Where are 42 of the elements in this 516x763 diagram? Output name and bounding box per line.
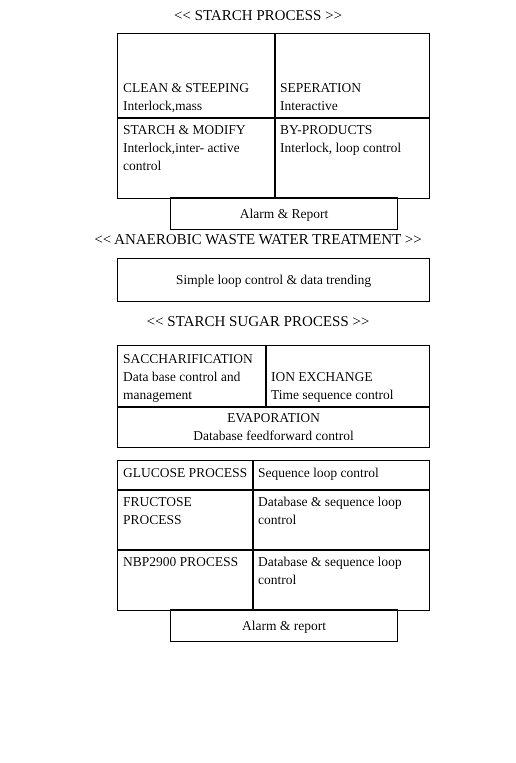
process-box xyxy=(117,33,276,119)
process-box xyxy=(117,345,267,408)
box-text: NBP2900 PROCESS xyxy=(123,553,240,571)
box-text: Interlock,inter- active control xyxy=(123,139,241,175)
box-text: Database & sequence loop control xyxy=(258,493,403,529)
process-box xyxy=(117,549,254,611)
box-text: Database & sequence loop control xyxy=(258,553,403,589)
section-heading: << STARCH SUGAR PROCESS >> xyxy=(146,314,370,331)
process-box xyxy=(252,549,430,611)
process-box xyxy=(274,33,430,119)
box-text: Data base control and management xyxy=(123,368,242,404)
process-box xyxy=(117,460,254,491)
box-heading: SEPERATION xyxy=(280,79,362,97)
process-box xyxy=(117,489,254,551)
box-text: Alarm & report xyxy=(242,616,326,634)
box-text: Alarm & Report xyxy=(240,204,328,222)
box-heading: EVAPORATION xyxy=(227,409,320,427)
box-text: Interlock, loop control xyxy=(280,139,402,157)
box-text: FRUCTOSE PROCESS xyxy=(123,493,193,529)
box-heading: SACCHARIFICATION xyxy=(123,350,254,368)
process-box xyxy=(274,117,430,199)
section-heading: << STARCH PROCESS >> xyxy=(174,8,342,25)
box-text: Interlock,mass xyxy=(123,97,204,115)
box-text: Database feedforward control xyxy=(193,427,354,445)
section-heading: << ANAEROBIC WASTE WATER TREATMENT >> xyxy=(94,232,422,249)
process-box xyxy=(117,117,276,199)
process-box xyxy=(252,460,430,491)
box-heading: BY-PRODUCTS xyxy=(280,121,374,139)
box-heading: STARCH & MODIFY xyxy=(123,121,247,139)
box-text: Sequence loop control xyxy=(258,464,380,482)
process-box xyxy=(252,489,430,551)
process-box xyxy=(117,406,430,448)
box-text: Simple loop control & data trending xyxy=(176,271,372,289)
box-heading: ION EXCHANGE xyxy=(271,368,374,386)
box-text: GLUCOSE PROCESS xyxy=(123,464,248,482)
process-box xyxy=(265,345,430,408)
process-box xyxy=(117,258,430,302)
box-text: Interactive xyxy=(280,97,339,115)
process-box xyxy=(170,609,398,642)
box-text: Time sequence control xyxy=(271,386,394,404)
process-box xyxy=(170,197,398,230)
box-heading: CLEAN & STEEPING xyxy=(123,79,250,97)
